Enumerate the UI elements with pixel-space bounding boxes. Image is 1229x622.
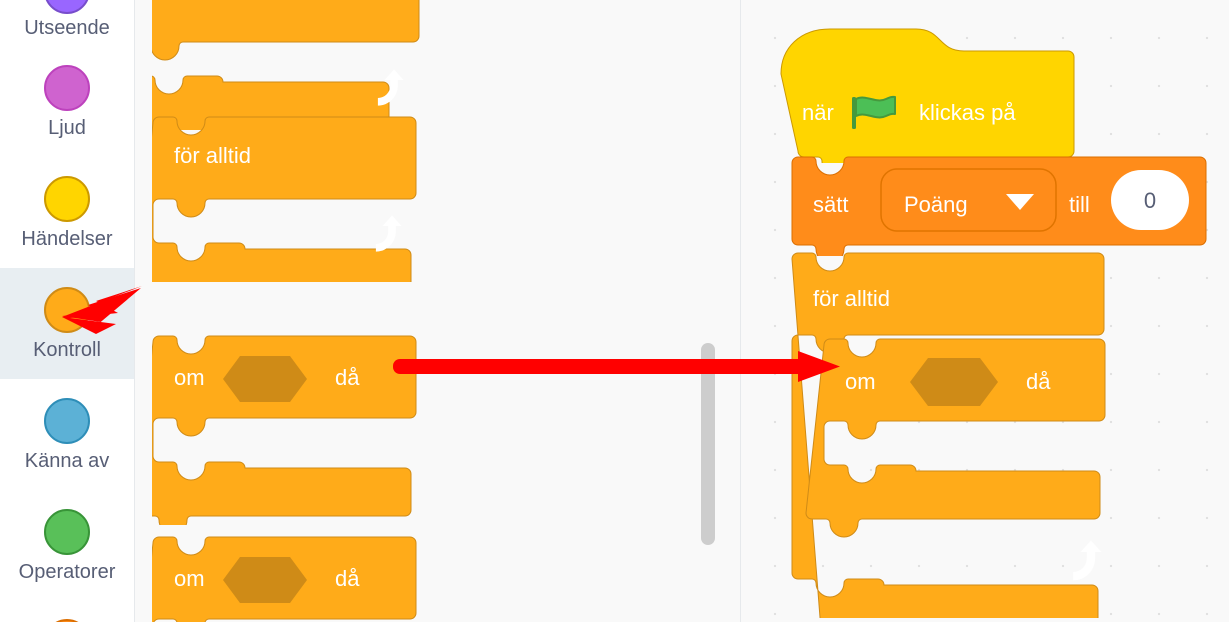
value-input-field[interactable] [1111,170,1189,230]
handelser-color-dot [44,176,90,222]
block-label-da: då [335,566,360,591]
sidebar-item-label: Ljud [48,117,86,139]
loop-arrow-icon [377,69,404,106]
block-label-till: till [1069,192,1090,217]
loop-arrow-icon [1073,540,1102,581]
operatorer-color-dot [44,509,90,555]
block-label-klickas-pa: klickas på [919,100,1016,125]
boolean-slot[interactable] [223,356,307,402]
block-label-nar: när [802,100,834,125]
sidebar-item-kanna-av[interactable]: Känna av [0,379,134,490]
chevron-down-icon[interactable] [1006,194,1034,210]
sidebar-item-ljud[interactable]: Ljud [0,46,134,157]
sidebar-item-label: Kontroll [33,339,101,361]
palette-block-if-then-2[interactable]: om då [152,536,422,622]
sidebar-item-label: Händelser [21,228,113,250]
block-palette[interactable]: för alltid om då om då [135,0,741,622]
workspace-block-forever[interactable]: för alltid om då [791,252,1121,618]
workspace-block-set-variable[interactable]: sätt Poäng till 0 [791,156,1213,256]
block-label-om: om [174,365,205,390]
kanna-av-color-dot [44,398,90,444]
block-label-da: då [335,365,360,390]
utseende-color-dot [44,0,90,14]
sidebar-item-handelser[interactable]: Händelser [0,157,134,268]
variable-name-label: Poäng [904,192,968,217]
block-label-om: om [174,566,205,591]
script-workspace[interactable]: när klickas på sätt Poäng till 0 för all… [741,0,1229,622]
sidebar-item-label: Utseende [24,17,110,39]
category-sidebar[interactable]: Utseende Ljud Händelser Kontroll Känna a… [0,0,135,622]
palette-block-if-then-1[interactable]: om då [152,335,422,525]
kontroll-color-dot [44,287,90,333]
block-label-satt: sätt [813,192,848,217]
variable-dropdown[interactable] [880,168,1057,232]
loop-arrow-icon [375,215,402,252]
block-label-forever: för alltid [174,143,251,168]
workspace-block-if-then[interactable]: om då [805,338,1106,538]
value-input-text: 0 [1144,188,1156,213]
ljud-color-dot [44,65,90,111]
palette-block-repeat-partial[interactable] [152,0,422,130]
green-flag-icon [852,95,896,129]
sidebar-item-kontroll[interactable]: Kontroll [0,268,134,379]
palette-workspace-divider [740,0,741,622]
block-label-forever: för alltid [813,286,890,311]
sidebar-item-label: Känna av [24,450,110,472]
block-label-om: om [845,369,876,394]
sidebar-item-label: Operatorer [18,561,116,583]
workspace-block-when-flag-clicked[interactable]: när klickas på [780,28,1085,163]
palette-block-forever[interactable]: för alltid [152,116,422,282]
block-label-da: då [1026,369,1051,394]
sidebar-item-utseende[interactable]: Utseende [0,0,134,46]
sidebar-item-variabler[interactable] [0,601,134,622]
boolean-slot[interactable] [223,557,307,603]
palette-scrollbar-thumb[interactable] [701,343,715,545]
sidebar-item-operatorer[interactable]: Operatorer [0,490,134,601]
boolean-slot[interactable] [910,358,998,406]
